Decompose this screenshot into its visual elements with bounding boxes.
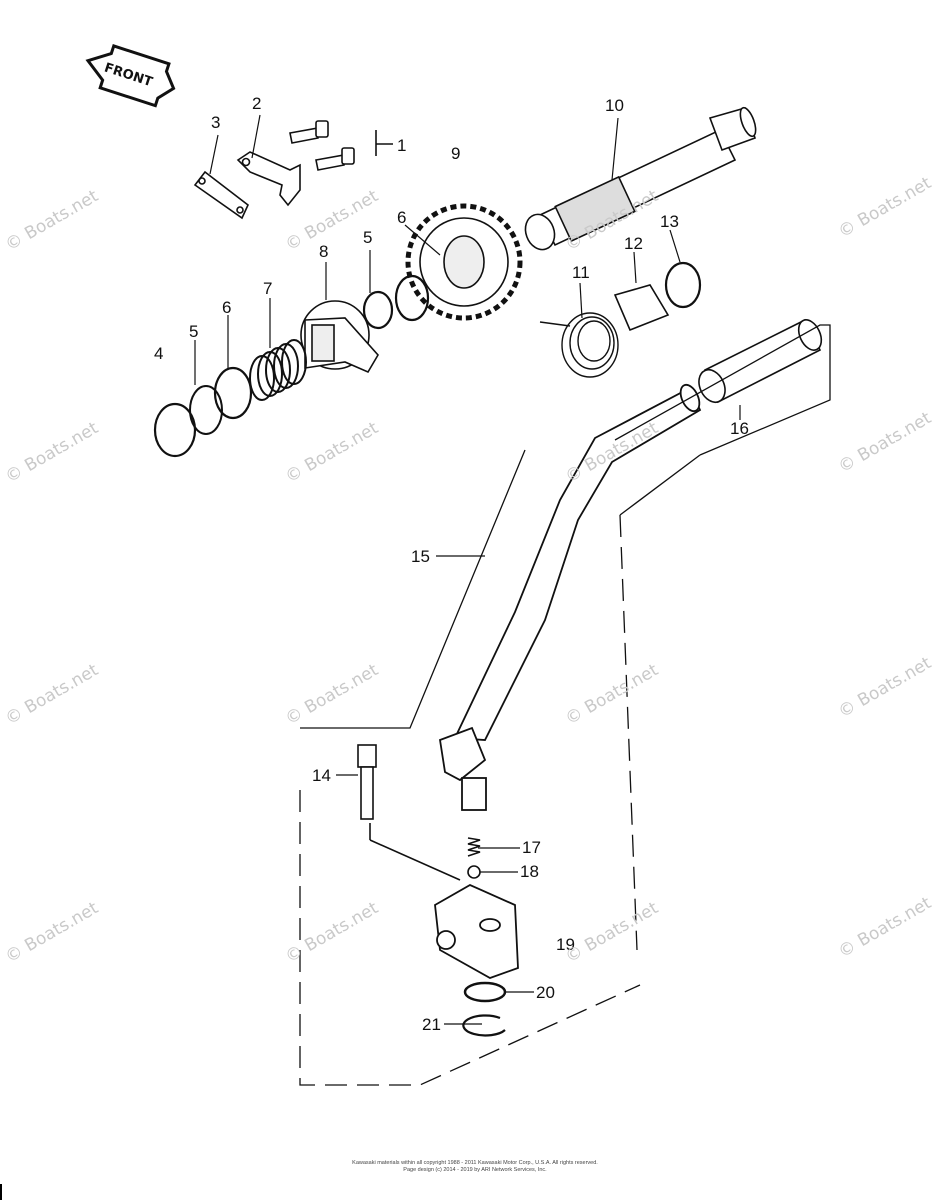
callout-5-lower: 5 [189, 322, 199, 341]
part-6-washer-upper [394, 274, 430, 322]
callout-12: 12 [624, 234, 643, 253]
copyright-footer: Kawasaki materials within all copyright … [330, 1160, 620, 1174]
callout-6-upper: 6 [397, 208, 407, 227]
part-4-washer [153, 402, 197, 458]
part-14-bolt [357, 744, 461, 881]
callout-21: 21 [422, 1015, 441, 1034]
callout-2: 2 [252, 94, 262, 113]
part-5-circlip-lower [189, 385, 223, 435]
copyright-line-1: Kawasaki materials within all copyright … [352, 1160, 598, 1166]
part-11-torsion-spring [539, 312, 619, 378]
callout-4: 4 [154, 344, 164, 363]
part-12-bush [613, 284, 670, 332]
callout-20: 20 [536, 983, 555, 1002]
callout-7: 7 [263, 279, 273, 298]
callout-15: 15 [411, 547, 430, 566]
part-19-pedal-boss [434, 883, 519, 979]
part-15-kick-lever [438, 383, 702, 811]
callout-3: 3 [211, 113, 221, 132]
part-6-washer-lower [213, 366, 253, 420]
part-10-kick-shaft [524, 106, 757, 251]
callout-16: 16 [730, 419, 749, 438]
callout-8: 8 [319, 242, 329, 261]
part-20-washer [463, 981, 507, 1003]
callout-1: 1 [397, 136, 407, 155]
part-2-lever-arm [236, 151, 301, 207]
callout-5-upper: 5 [363, 228, 373, 247]
part-8-ratchet [300, 300, 379, 374]
part-17-detent-spring [467, 837, 481, 857]
leader-lines [194, 114, 741, 1025]
page-edge-mark [0, 1184, 2, 1200]
callout-6-lower: 6 [222, 298, 232, 317]
bolts-1 [289, 120, 393, 171]
callout-14: 14 [312, 766, 331, 785]
front-arrow-badge: FRONT [85, 44, 176, 108]
part-6-kick-gear [405, 203, 523, 321]
callout-13: 13 [660, 212, 679, 231]
part-5-circlip-upper [362, 290, 394, 330]
part-13-washer [664, 261, 702, 309]
callout-9: 9 [451, 144, 461, 163]
copyright-line-2: Page design (c) 2014 - 2019 by ARI Netwo… [403, 1167, 547, 1173]
assembly-outline [299, 324, 831, 1086]
part-21-circlip [462, 1014, 506, 1037]
part-7-spring [249, 339, 307, 401]
part-18-ball [467, 865, 481, 879]
part-3-bracket-plate [193, 170, 249, 220]
part-16-grip [698, 318, 823, 404]
callout-10: 10 [605, 96, 624, 115]
callout-18: 18 [520, 862, 539, 881]
callout-19: 19 [556, 935, 575, 954]
callout-11: 11 [572, 263, 590, 282]
callout-17: 17 [522, 838, 541, 857]
